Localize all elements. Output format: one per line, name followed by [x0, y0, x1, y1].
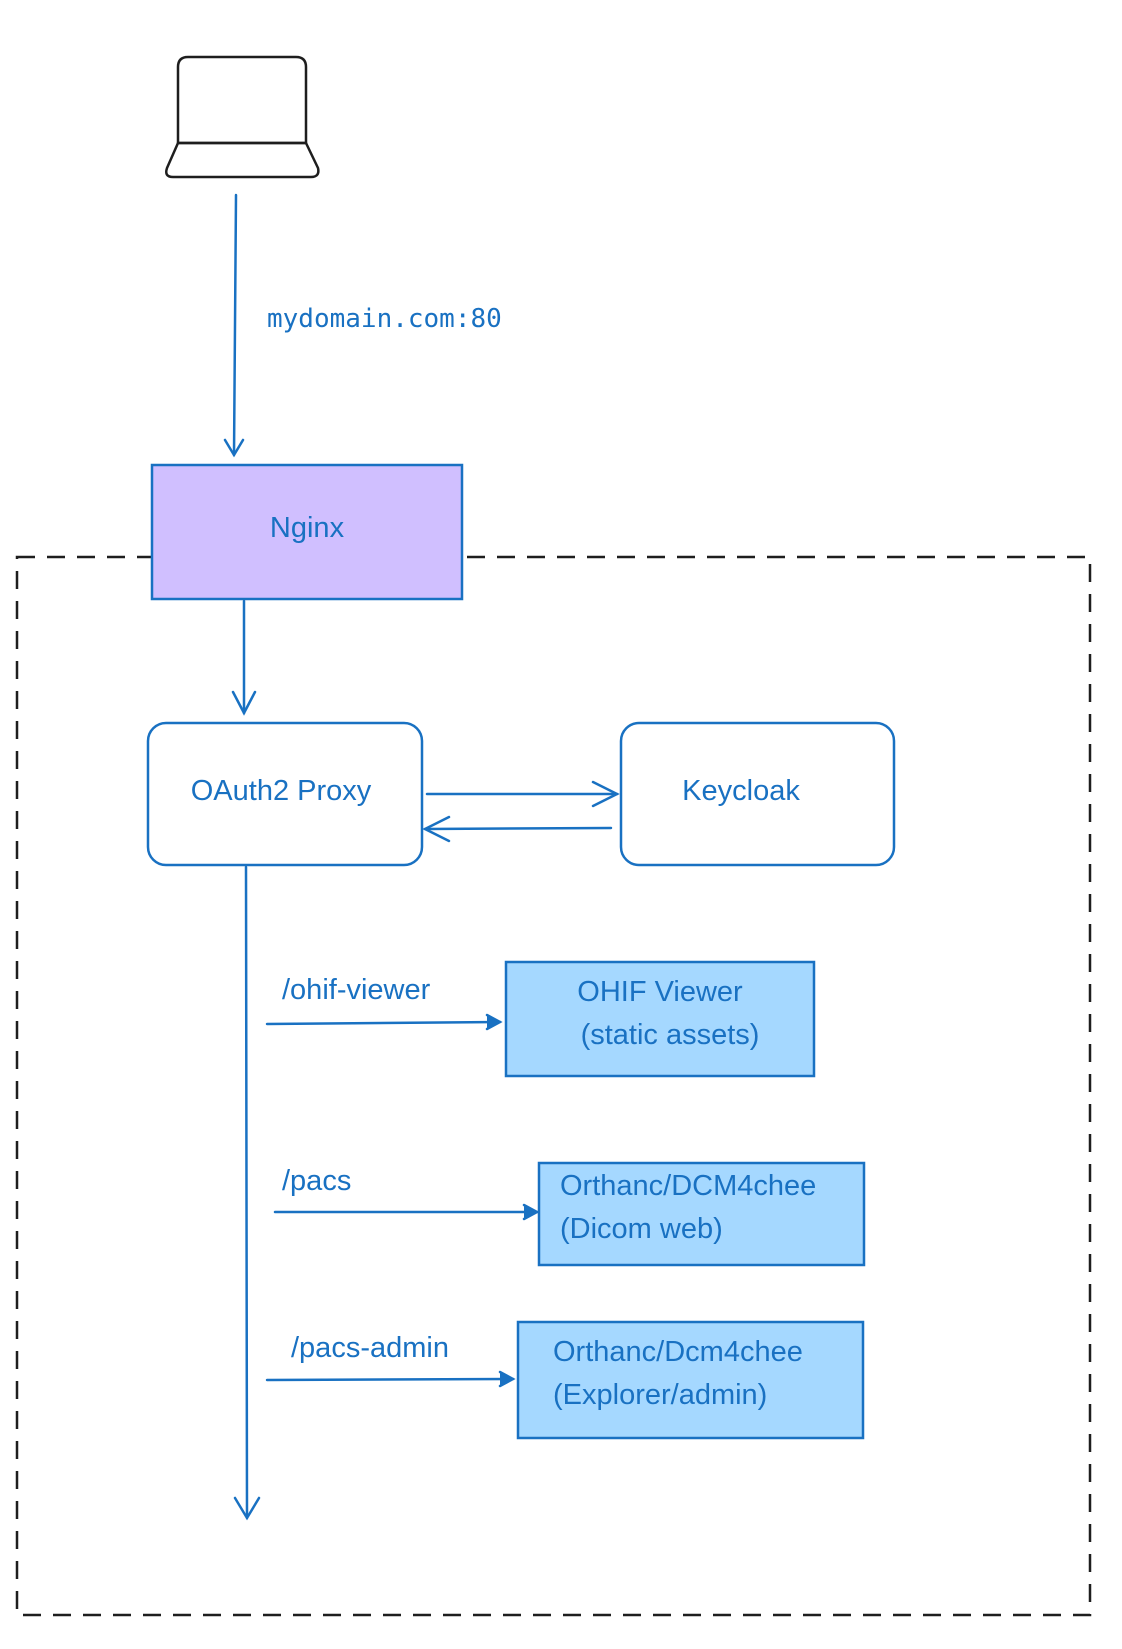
- route-label-ohif: /ohif-viewer: [282, 974, 431, 1006]
- route-label-pacs-admin: /pacs-admin: [291, 1332, 449, 1364]
- nginx-box: [150, 463, 464, 601]
- pacs-admin-title: Orthanc/Dcm4chee: [553, 1336, 803, 1368]
- ohif-viewer-subtitle: (static assets): [580, 1019, 760, 1051]
- ohif-viewer-title: OHIF Viewer: [577, 976, 743, 1008]
- arrow-route-ohif: [265, 1013, 503, 1031]
- arrow-keycloak-to-oauth2: [422, 815, 613, 843]
- route-trunk-arrow: [233, 865, 261, 1521]
- edge-label-domain: mydomain.com:80: [267, 304, 502, 334]
- ohif-viewer-box: [504, 960, 816, 1078]
- arrow-route-pacs-admin: [265, 1370, 516, 1388]
- pacs-subtitle: (Dicom web): [560, 1213, 723, 1245]
- pacs-title: Orthanc/DCM4chee: [560, 1170, 817, 1202]
- arrow-nginx-to-oauth2: [231, 599, 257, 716]
- pacs-box: [537, 1161, 866, 1267]
- laptop-icon: [165, 55, 320, 179]
- pacs-admin-subtitle: (Explorer/admin): [553, 1379, 768, 1411]
- arrow-client-to-nginx: [223, 193, 245, 458]
- keycloak-box: [619, 721, 896, 867]
- keycloak-label: Keycloak: [682, 775, 800, 807]
- pacs-admin-box: [516, 1320, 865, 1440]
- arrow-oauth2-to-keycloak: [425, 780, 620, 808]
- route-label-pacs: /pacs: [282, 1165, 352, 1197]
- network-boundary: [15, 555, 1092, 1617]
- oauth2-proxy-box: [146, 721, 424, 867]
- arrow-route-pacs: [273, 1203, 540, 1221]
- nginx-label: Nginx: [269, 512, 345, 544]
- oauth2-proxy-label: OAuth2 Proxy: [190, 775, 372, 807]
